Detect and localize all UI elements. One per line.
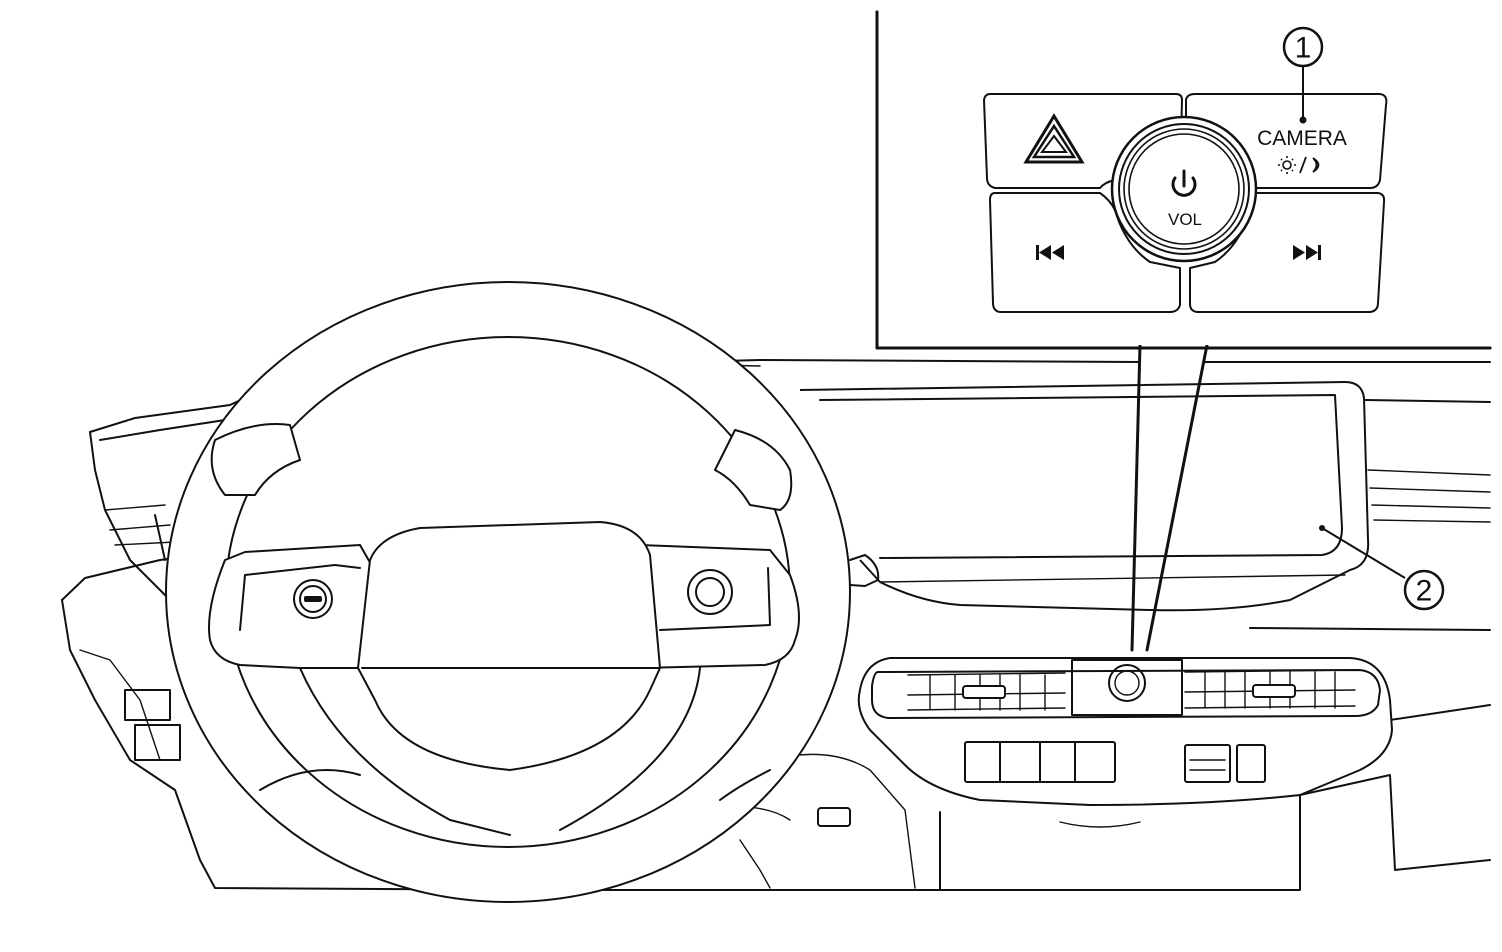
control-panel-inset: CAMERA [875, 10, 1492, 350]
center-display [799, 381, 1370, 612]
dashboard [61, 359, 1491, 891]
volume-label: VOL [1168, 210, 1202, 229]
volume-knob[interactable]: VOL [1110, 115, 1258, 263]
camera-label: CAMERA [1257, 127, 1347, 150]
skip-forward-icon [1293, 245, 1321, 260]
callout-2-number: 2 [1416, 575, 1433, 608]
callout-1: 1 [1282, 26, 1324, 124]
center-console [857, 657, 1393, 806]
zoom-leader [1130, 343, 1209, 652]
callout-1-number: 1 [1295, 32, 1312, 65]
power-icon [1171, 169, 1197, 197]
callout-2: 2 [1321, 527, 1445, 611]
sun-moon-icon [1278, 156, 1320, 174]
skip-back-icon [1036, 245, 1064, 260]
steering-wheel [165, 281, 880, 903]
hazard-triangle-icon [1023, 113, 1085, 164]
